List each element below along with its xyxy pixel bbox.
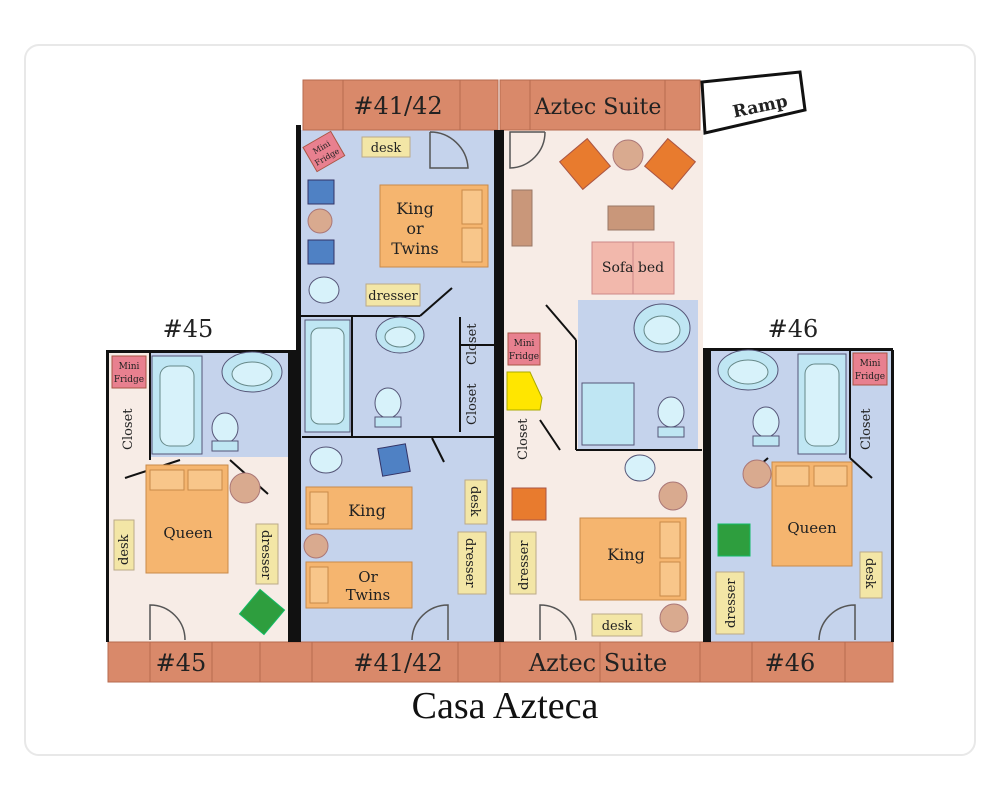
- unit-41-42: #41/42 #41/42 Mini Fridge desk King or T…: [302, 92, 489, 677]
- toilet-suite: [657, 396, 685, 428]
- svg-text:Mini: Mini: [860, 359, 881, 369]
- aztec-suite: Aztec Suite Aztec Suite Sofa bed Mini Fr…: [506, 95, 697, 677]
- chair-green-46: [717, 523, 751, 557]
- svg-text:Queen: Queen: [787, 519, 837, 537]
- round-table-41-b: [303, 533, 329, 559]
- svg-text:King: King: [607, 545, 645, 564]
- unit-46: #46 #46 Mini Fridge Closet Queen desk dr…: [715, 315, 888, 677]
- desk-46: [859, 551, 883, 599]
- chair-blue-41-c: [377, 443, 411, 477]
- svg-text:dresser: dresser: [368, 289, 418, 304]
- desk-suite: [591, 613, 643, 637]
- brick-bottom: [107, 641, 894, 683]
- interior-walls: [124, 287, 873, 495]
- aztec-top-label: Aztec Suite: [534, 95, 662, 120]
- chair-orange-suite-a: [558, 137, 612, 191]
- svg-text:Mini: Mini: [514, 339, 535, 349]
- round-table-suite-b: [658, 481, 688, 511]
- side-table-suite: [511, 189, 533, 247]
- svg-text:Fridge: Fridge: [855, 372, 885, 382]
- mini-fridge-suite: [507, 332, 541, 366]
- sink-41-a: [308, 276, 340, 304]
- toilet-41: [374, 387, 402, 419]
- toilet-46: [752, 406, 780, 438]
- brick-top-aztec: [499, 79, 701, 131]
- chair-orange-suite-b: [643, 137, 697, 191]
- svg-text:desk: desk: [467, 486, 482, 517]
- closet-label-46: Closet: [859, 408, 874, 450]
- door-suite-top: [509, 131, 546, 169]
- unit-41-42-bottom-label: #41/42: [353, 649, 442, 677]
- door-suite-bottom: [539, 604, 577, 641]
- svg-text:Or: Or: [358, 568, 378, 586]
- svg-text:King: King: [348, 501, 386, 520]
- unit-41-42-top-label: #41/42: [353, 92, 442, 120]
- chair-blue-41-a: [307, 179, 335, 205]
- closet-label-suite: Closet: [516, 418, 531, 460]
- round-table-45: [229, 472, 261, 504]
- dresser-41-top: [365, 283, 421, 307]
- desk-41-bottom: [464, 479, 488, 525]
- svg-text:Twins: Twins: [346, 586, 390, 604]
- bed-label-45: Queen: [163, 524, 213, 542]
- unit-46-bottom-label: #46: [765, 649, 816, 677]
- chair-blue-41-b: [307, 239, 335, 265]
- svg-text:Sofa bed: Sofa bed: [602, 260, 664, 276]
- desk-41-top: [361, 136, 411, 158]
- closet-label-41-b: Closet: [465, 383, 480, 425]
- unit-45-bottom-label: #45: [156, 649, 207, 677]
- svg-text:Fridge: Fridge: [114, 375, 144, 385]
- door-46: [818, 604, 856, 641]
- unit-45-top-label: #45: [163, 315, 214, 343]
- dresser-suite: [509, 531, 537, 595]
- mini-fridge-41: Mini Fridge: [302, 130, 346, 173]
- dresser-46: [715, 571, 745, 635]
- closet-yellow-suite: [506, 371, 543, 411]
- shower-suite: [581, 382, 635, 446]
- dresser-45: [255, 523, 279, 585]
- sink-suite-b: [624, 454, 656, 482]
- round-table-41: [307, 208, 333, 234]
- svg-text:dresser: dresser: [517, 540, 532, 590]
- closet-label-41-a: Closet: [465, 323, 480, 365]
- door-45: [149, 604, 186, 641]
- svg-text:Twins: Twins: [391, 239, 438, 258]
- round-table-suite-a: [612, 139, 644, 171]
- dresser-41-bottom: [457, 531, 487, 595]
- closet-label-45: Closet: [121, 408, 136, 450]
- svg-text:desk: desk: [602, 619, 633, 634]
- ramp: Ramp: [700, 70, 807, 135]
- svg-text:dresser: dresser: [462, 538, 477, 588]
- svg-text:desk: desk: [371, 141, 402, 156]
- plan-title: Casa Azteca: [412, 685, 599, 727]
- svg-text:Fridge: Fridge: [509, 352, 539, 362]
- svg-text:King: King: [396, 199, 434, 218]
- sink-41-c: [309, 446, 343, 474]
- brick-top-41-42: [302, 79, 499, 131]
- svg-text:dresser: dresser: [258, 530, 273, 580]
- coffee-table-suite: [607, 205, 655, 231]
- mini-fridge-46: [852, 352, 888, 386]
- round-table-suite-c: [659, 603, 689, 633]
- unit-46-top-label: #46: [768, 315, 819, 343]
- svg-text:desk: desk: [117, 534, 132, 565]
- aztec-bottom-label: Aztec Suite: [528, 649, 667, 677]
- toilet-45: [211, 412, 239, 444]
- round-table-46: [742, 459, 772, 489]
- mini-fridge-45: [111, 355, 147, 389]
- unit-45: Mini Fridge Closet Queen desk dresser #4…: [111, 315, 286, 677]
- walls: [106, 125, 894, 642]
- chair-orange-suite-c: [511, 487, 547, 521]
- svg-text:Mini: Mini: [119, 362, 140, 372]
- svg-text:or: or: [406, 219, 424, 238]
- svg-text:desk: desk: [862, 558, 877, 589]
- desk-45: [113, 519, 135, 571]
- chair-green-45: [238, 588, 286, 636]
- door-41-bottom: [411, 604, 449, 641]
- svg-text:dresser: dresser: [724, 578, 739, 628]
- door-41-top: [429, 131, 469, 169]
